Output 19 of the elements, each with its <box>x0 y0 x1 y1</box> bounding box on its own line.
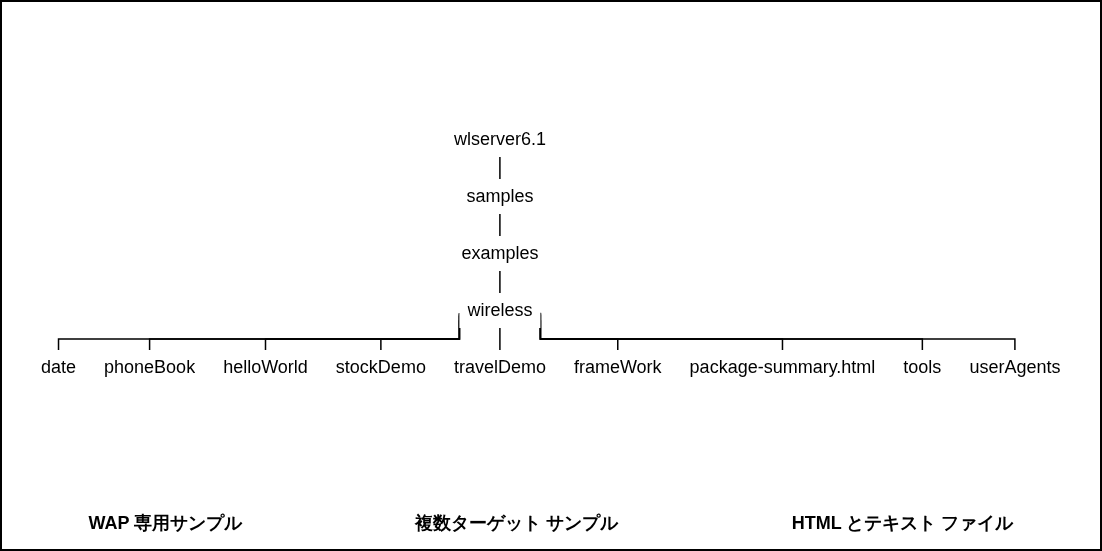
node-text: phoneBook <box>104 357 196 377</box>
group-label: HTML とテキスト ファイル <box>791 512 1014 535</box>
node-text: wlserver6.1 <box>454 129 547 149</box>
group-label: 複数ターゲット サンプル <box>415 512 619 535</box>
node-text: frameWork <box>574 357 662 377</box>
connector <box>499 327 501 351</box>
connector <box>499 156 501 180</box>
node-text: userAgents <box>969 357 1061 377</box>
node-text: package-summary.html <box>689 357 876 377</box>
node-text: helloWorld <box>223 357 309 377</box>
group-label: WAP 専用サンプル <box>88 512 243 535</box>
node-text: stockDemo <box>336 357 427 377</box>
node-text: travelDemo <box>454 357 547 377</box>
node-text: examples <box>461 243 539 263</box>
connector <box>499 213 501 237</box>
connector <box>499 270 501 294</box>
node-text: tools <box>903 357 942 377</box>
node-text: samples <box>466 186 534 206</box>
node-text: date <box>41 357 77 377</box>
